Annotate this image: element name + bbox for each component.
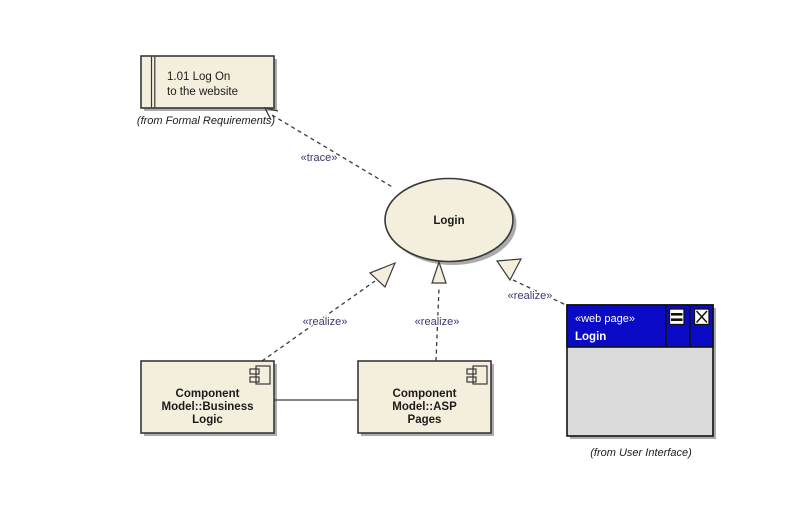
usecase-ellipse[interactable]	[384, 177, 514, 263]
component2-name-line2: Model::ASP	[392, 401, 457, 413]
requirement-name-line2: to the website	[167, 86, 238, 98]
component-icon	[466, 365, 488, 385]
component1-name-line2: Model::Business	[161, 401, 253, 413]
menu-icon	[671, 313, 683, 321]
component1-box[interactable]	[140, 360, 275, 434]
trace-connector[interactable]	[263, 107, 395, 189]
realization-triangle-middle-icon	[431, 260, 447, 284]
requirement-name-line1: 1.01 Log On	[167, 71, 230, 83]
requirement-keel-icon	[150, 56, 156, 108]
realize-left-line	[261, 280, 376, 362]
login-usecase-node[interactable]: Login	[384, 177, 517, 266]
requirement-box[interactable]	[140, 55, 275, 109]
realize-middle-connector[interactable]	[431, 260, 447, 362]
webpage-titlebar[interactable]	[566, 304, 714, 348]
component-business-logic-node[interactable]: Component Model::Business Logic	[140, 360, 277, 436]
realize-right-connector[interactable]	[495, 258, 567, 306]
webpage-stereotype: «web page»	[575, 313, 635, 325]
usecase-name: Login	[433, 215, 464, 227]
webpage-login-node[interactable]: «web page» Login	[566, 304, 716, 439]
trace-arrowhead-icon	[263, 107, 279, 121]
realization-triangle-right-icon	[495, 258, 523, 282]
realize-right-line	[512, 279, 567, 306]
trace-line	[271, 114, 395, 189]
webpage-name: Login	[575, 331, 606, 343]
component-icon	[249, 365, 271, 385]
trace-label: «trace»	[301, 152, 338, 164]
component2-name-line1: Component	[393, 388, 457, 400]
component1-name-line1: Component	[176, 388, 240, 400]
requirement-from-note: (from Formal Requirements)	[137, 115, 275, 127]
realize-middle-line	[435, 287, 440, 362]
close-icon	[695, 310, 708, 323]
component2-name-line3: Pages	[408, 414, 442, 426]
menu-button[interactable]	[668, 308, 685, 326]
component1-name-line3: Logic	[192, 414, 223, 426]
component-asp-pages-node[interactable]: Component Model::ASP Pages	[357, 360, 494, 436]
realize-right-label: «realize»	[508, 290, 553, 302]
close-button[interactable]	[693, 308, 710, 326]
component2-box[interactable]	[357, 360, 492, 434]
realize-left-connector[interactable]	[261, 261, 397, 362]
realize-middle-label: «realize»	[415, 316, 460, 328]
realize-left-label: «realize»	[303, 316, 348, 328]
realization-triangle-left-icon	[368, 261, 397, 289]
webpage-from-note: (from User Interface)	[590, 447, 692, 459]
requirement-node[interactable]: 1.01 Log On to the website	[140, 55, 277, 111]
